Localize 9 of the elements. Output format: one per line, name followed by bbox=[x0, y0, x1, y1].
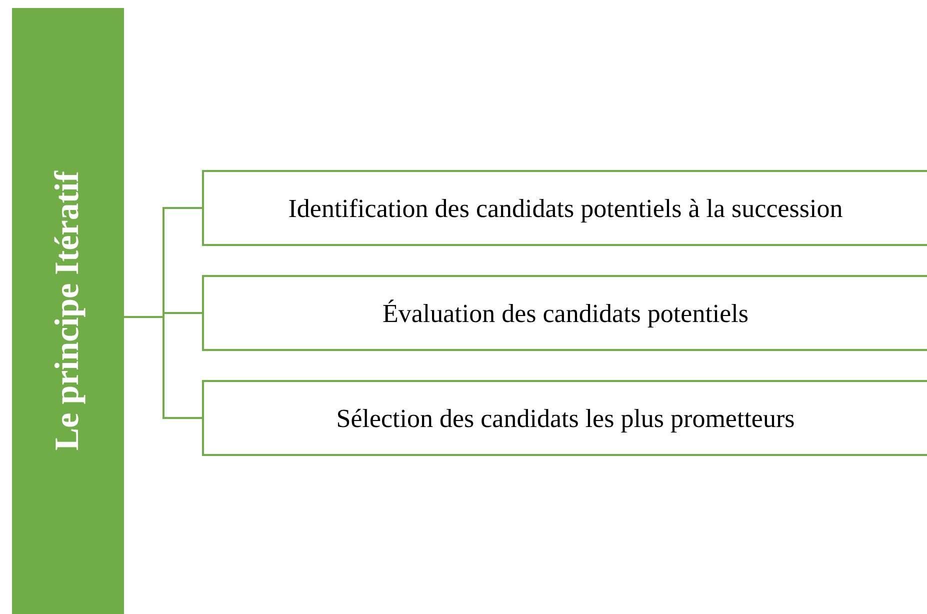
step-box bbox=[202, 170, 927, 246]
connector-line bbox=[124, 316, 202, 419]
step-text: Identification des candidats potentiels à la succession bbox=[288, 192, 843, 224]
vertical-title: Le principe Itératif bbox=[51, 171, 85, 451]
title-bar bbox=[12, 8, 124, 614]
step-text: Évaluation des candidats potentiels bbox=[382, 298, 749, 330]
step-box bbox=[202, 380, 927, 456]
step-box bbox=[202, 275, 927, 351]
step-text: Sélection des candidats les plus prometteurs bbox=[336, 402, 795, 434]
